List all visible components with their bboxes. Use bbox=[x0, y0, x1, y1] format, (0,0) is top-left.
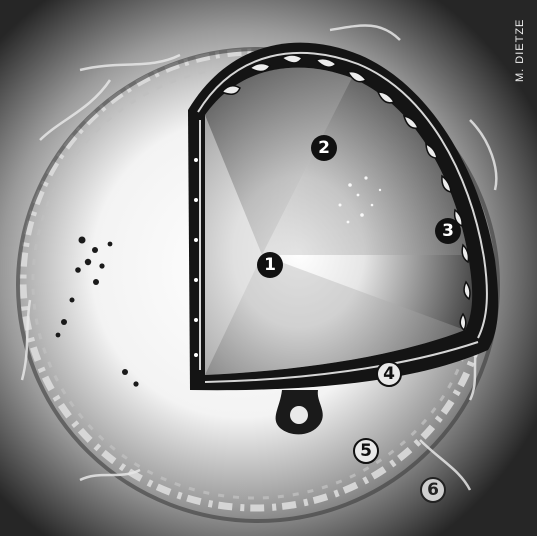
callout-2: 2 bbox=[311, 135, 337, 161]
callout-5: 5 bbox=[353, 438, 379, 464]
callout-3: 3 bbox=[435, 218, 461, 244]
artist-credit: M. DIETZE bbox=[514, 19, 526, 82]
bud-opening bbox=[290, 406, 308, 424]
callout-1: 1 bbox=[257, 252, 283, 278]
callout-4: 4 bbox=[376, 361, 402, 387]
callout-6: 6 bbox=[420, 477, 446, 503]
